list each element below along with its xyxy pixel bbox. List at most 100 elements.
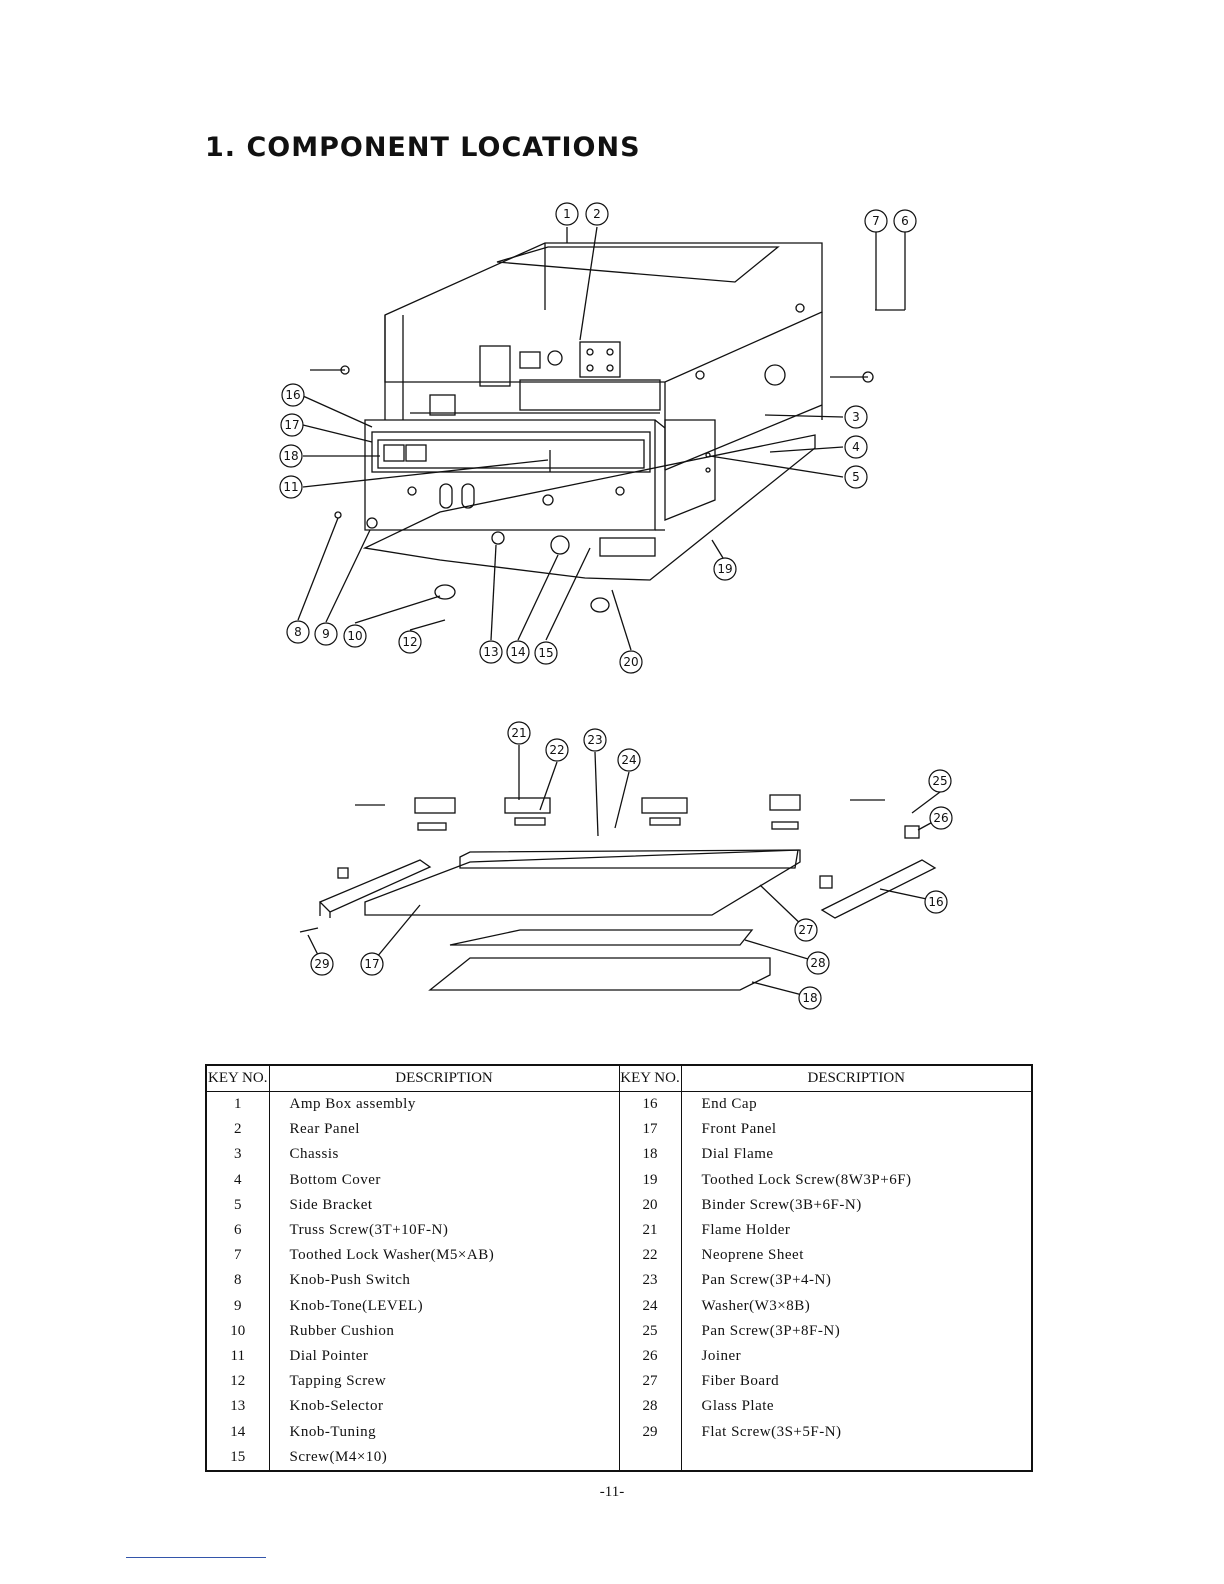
key-no: 23 — [619, 1268, 682, 1294]
description: Toothed Lock Screw(8W3P+6F) — [701, 1171, 912, 1188]
callout-23: 23 — [583, 728, 607, 752]
description: Flame Holder — [701, 1222, 791, 1239]
svg-text:16: 16 — [928, 895, 943, 909]
svg-text:12: 12 — [402, 635, 417, 649]
svg-text:27: 27 — [798, 923, 813, 937]
svg-text:9: 9 — [322, 627, 330, 641]
svg-text:19: 19 — [717, 562, 732, 576]
description: Flat Screw(3S+5F-N) — [701, 1423, 842, 1440]
description: Front Panel — [701, 1121, 777, 1138]
svg-text:10: 10 — [347, 629, 362, 643]
callout-20: 20 — [619, 650, 643, 674]
callout-8: 8 — [286, 620, 310, 644]
callout-24: 24 — [617, 748, 641, 772]
svg-text:17: 17 — [364, 957, 379, 971]
svg-text:18: 18 — [802, 991, 817, 1005]
key-no: 5 — [206, 1192, 270, 1218]
svg-text:4: 4 — [852, 440, 860, 454]
callout-3: 3 — [844, 405, 868, 429]
key-no: 13 — [206, 1394, 270, 1420]
header-key-no-right: KEY NO. — [619, 1065, 682, 1092]
svg-text:5: 5 — [852, 470, 860, 484]
key-no: 28 — [619, 1394, 682, 1420]
svg-text:3: 3 — [852, 410, 860, 424]
description: Joiner — [701, 1347, 742, 1364]
svg-text:2: 2 — [593, 207, 601, 221]
key-no: 15 — [206, 1444, 270, 1471]
callout-2: 2 — [585, 202, 609, 226]
description: Knob-Push Switch — [269, 1268, 620, 1294]
key-no: 14 — [206, 1419, 270, 1445]
callout-18b: 18 — [798, 986, 822, 1010]
key-no: 3 — [206, 1142, 270, 1168]
callout-5: 5 — [844, 465, 868, 489]
svg-text:18: 18 — [283, 449, 298, 463]
key-no: 17 — [619, 1117, 682, 1143]
callout-14: 14 — [506, 640, 530, 664]
callout-4: 4 — [844, 435, 868, 459]
key-no: 2 — [206, 1117, 270, 1143]
description: Binder Screw(3B+6F-N) — [701, 1196, 862, 1213]
callout-13: 13 — [479, 640, 503, 664]
svg-text:20: 20 — [623, 655, 638, 669]
svg-text:8: 8 — [294, 625, 302, 639]
key-no: 10 — [206, 1318, 270, 1344]
svg-text:22: 22 — [549, 743, 564, 757]
svg-text:26: 26 — [933, 811, 948, 825]
callout-28: 28 — [806, 951, 830, 975]
callout-19: 19 — [713, 557, 737, 581]
description: Pan Screw(3P+4-N) — [701, 1272, 832, 1289]
key-no: 26 — [619, 1343, 682, 1370]
callout-26: 26 — [929, 806, 953, 830]
svg-text:28: 28 — [810, 956, 825, 970]
description: Knob-Selector — [269, 1394, 620, 1420]
callout-22: 22 — [545, 738, 569, 762]
description: Bottom Cover — [269, 1167, 620, 1193]
callout-18a: 18 — [279, 444, 303, 468]
svg-text:13: 13 — [483, 645, 498, 659]
callout-27: 27 — [794, 918, 818, 942]
svg-text:23: 23 — [587, 733, 602, 747]
key-no: 7 — [206, 1243, 270, 1269]
key-no: 18 — [619, 1142, 682, 1168]
key-no: 21 — [619, 1217, 682, 1244]
svg-text:24: 24 — [621, 753, 636, 767]
callout-9: 9 — [314, 622, 338, 646]
key-no: 27 — [619, 1369, 682, 1395]
svg-text:16: 16 — [285, 388, 300, 402]
svg-text:29: 29 — [314, 957, 329, 971]
description: Rubber Cushion — [269, 1318, 620, 1344]
page-title: 1. COMPONENT LOCATIONS — [205, 132, 641, 163]
description: Washer(W3×8B) — [701, 1297, 811, 1314]
description: Fiber Board — [701, 1373, 780, 1390]
description: Glass Plate — [701, 1398, 775, 1415]
callout-15: 15 — [534, 641, 558, 665]
key-no: 9 — [206, 1293, 270, 1319]
key-no: 12 — [206, 1369, 270, 1395]
description: Neoprene Sheet — [701, 1247, 804, 1264]
svg-text:14: 14 — [510, 645, 525, 659]
key-no: 22 — [619, 1243, 682, 1269]
description: Truss Screw(3T+10F-N) — [269, 1217, 620, 1244]
callout-11: 11 — [279, 475, 303, 499]
svg-text:21: 21 — [511, 726, 526, 740]
svg-text:17: 17 — [284, 418, 299, 432]
callout-25: 25 — [928, 769, 952, 793]
description: End Cap — [701, 1096, 758, 1113]
callout-29: 29 — [310, 952, 334, 976]
description: Pan Screw(3P+8F-N) — [701, 1322, 841, 1339]
description: Dial Pointer — [269, 1343, 620, 1370]
front-panel-exploded-drawing — [299, 745, 941, 998]
svg-text:6: 6 — [901, 214, 909, 228]
description: Knob-Tone(LEVEL) — [269, 1293, 620, 1319]
